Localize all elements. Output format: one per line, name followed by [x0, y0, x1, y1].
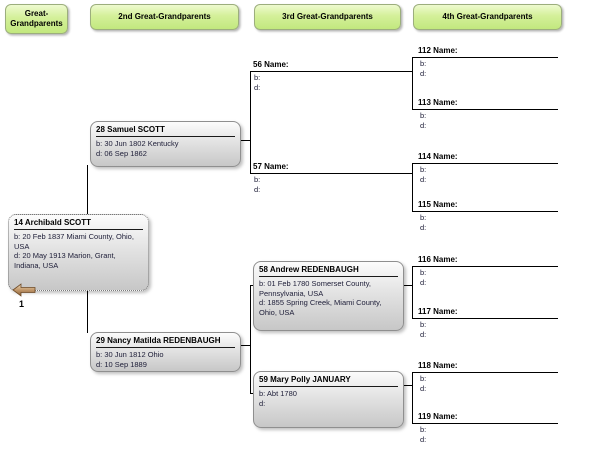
person-death: d: 06 Sep 1862	[96, 148, 147, 158]
slot-birth-death: b:d:	[420, 59, 427, 78]
person-name: 29 Nancy Matilda REDENBAUGH	[96, 336, 235, 348]
connector-line	[412, 57, 558, 58]
slot-birth-death: b:d:	[420, 320, 427, 339]
column-header-4th-great-grandparents[interactable]: 4th Great-Grandparents	[413, 4, 562, 30]
slot-birth-death: b:d:	[254, 175, 261, 194]
person-birth: b: Abt 1780	[259, 389, 297, 398]
empty-slot-117[interactable]: 117 Name:	[418, 307, 458, 316]
connector-line	[250, 393, 255, 394]
person-birth: b: 30 Jun 1812 Ohio	[96, 350, 164, 359]
slot-birth-death: b:d:	[254, 73, 261, 92]
connector-line	[403, 285, 413, 286]
column-header-great-grandparents[interactable]: Great-Grandparents	[5, 4, 68, 34]
person-name: 58 Andrew REDENBAUGH	[259, 265, 398, 277]
person-box-14[interactable]: 14 Archibald SCOTT b: 20 Feb 1837 Miami …	[8, 214, 149, 291]
empty-slot-56[interactable]: 56 Name:	[253, 60, 289, 69]
connector-line	[412, 372, 413, 424]
person-birth: b: 20 Feb 1837 Miami County, Ohio, USA	[14, 232, 134, 251]
empty-slot-118[interactable]: 118 Name:	[418, 361, 458, 370]
connector-line	[250, 71, 251, 174]
person-box-58[interactable]: 58 Andrew REDENBAUGH b: 01 Feb 1780 Some…	[253, 261, 404, 331]
connector-line	[250, 173, 412, 174]
person-box-29[interactable]: 29 Nancy Matilda REDENBAUGH b: 30 Jun 18…	[90, 332, 241, 372]
back-arrow-button[interactable]	[12, 283, 38, 302]
column-header-2nd-great-grandparents[interactable]: 2nd Great-Grandparents	[90, 4, 239, 30]
left-arrow-icon	[12, 283, 36, 301]
connector-line	[412, 318, 558, 319]
connector-line	[240, 140, 251, 141]
connector-line	[412, 266, 413, 319]
connector-line	[412, 423, 558, 424]
person-birth: b: 01 Feb 1780 Somerset County, Pennsylv…	[259, 279, 372, 298]
person-name: 14 Archibald SCOTT	[14, 218, 143, 230]
person-box-28[interactable]: 28 Samuel SCOTT b: 30 Jun 1802 Kentucky …	[90, 121, 241, 167]
connector-line	[240, 345, 251, 346]
connector-line	[250, 285, 251, 394]
person-death: d: 10 Sep 1889	[96, 359, 147, 369]
slot-birth-death: b:d:	[420, 213, 427, 232]
connector-line	[412, 163, 413, 212]
person-death: d:	[259, 398, 266, 408]
connector-line	[250, 71, 412, 72]
connector-line	[412, 372, 558, 373]
connector-line	[412, 163, 558, 164]
column-header-3rd-great-grandparents[interactable]: 3rd Great-Grandparents	[254, 4, 401, 30]
slot-birth-death: b:d:	[420, 165, 427, 184]
connector-line	[412, 57, 413, 110]
empty-slot-119[interactable]: 119 Name:	[418, 412, 458, 421]
empty-slot-113[interactable]: 113 Name:	[418, 98, 458, 107]
person-box-59[interactable]: 59 Mary Polly JANUARY b: Abt 1780 d:	[253, 371, 404, 428]
empty-slot-114[interactable]: 114 Name:	[418, 152, 458, 161]
person-name: 59 Mary Polly JANUARY	[259, 375, 398, 387]
connector-line	[403, 385, 413, 386]
empty-slot-116[interactable]: 116 Name:	[418, 255, 458, 264]
slot-birth-death: b:d:	[420, 425, 427, 444]
person-name: 28 Samuel SCOTT	[96, 125, 235, 137]
slot-birth-death: b:d:	[420, 268, 427, 287]
person-death: d: 1855 Spring Creek, Miami County, Ohio…	[259, 298, 382, 317]
person-birth: b: 30 Jun 1802 Kentucky	[96, 139, 179, 148]
empty-slot-112[interactable]: 112 Name:	[418, 46, 458, 55]
empty-slot-57[interactable]: 57 Name:	[253, 162, 289, 171]
empty-slot-115[interactable]: 115 Name:	[418, 200, 458, 209]
connector-line	[412, 211, 558, 212]
page-number: 1	[19, 299, 25, 309]
connector-line	[412, 266, 558, 267]
slot-birth-death: b:d:	[420, 111, 427, 130]
connector-line	[412, 109, 558, 110]
person-death: d: 20 May 1913 Marion, Grant, Indiana, U…	[14, 251, 116, 270]
slot-birth-death: b:d:	[420, 374, 427, 393]
connector-line	[250, 285, 255, 286]
